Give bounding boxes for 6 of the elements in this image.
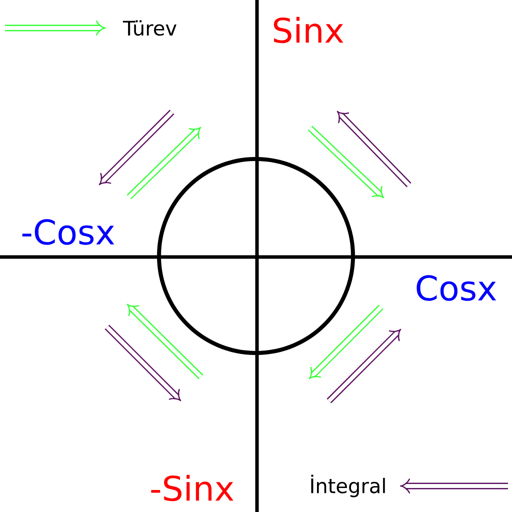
legend-label: Türev [122,20,176,36]
function-label: -Sinx [151,474,234,502]
legend-label: İntegral [311,474,385,498]
function-label: Cosx [416,275,496,301]
function-label: Sinx [274,16,344,44]
function-label: -Cosx [22,219,114,245]
